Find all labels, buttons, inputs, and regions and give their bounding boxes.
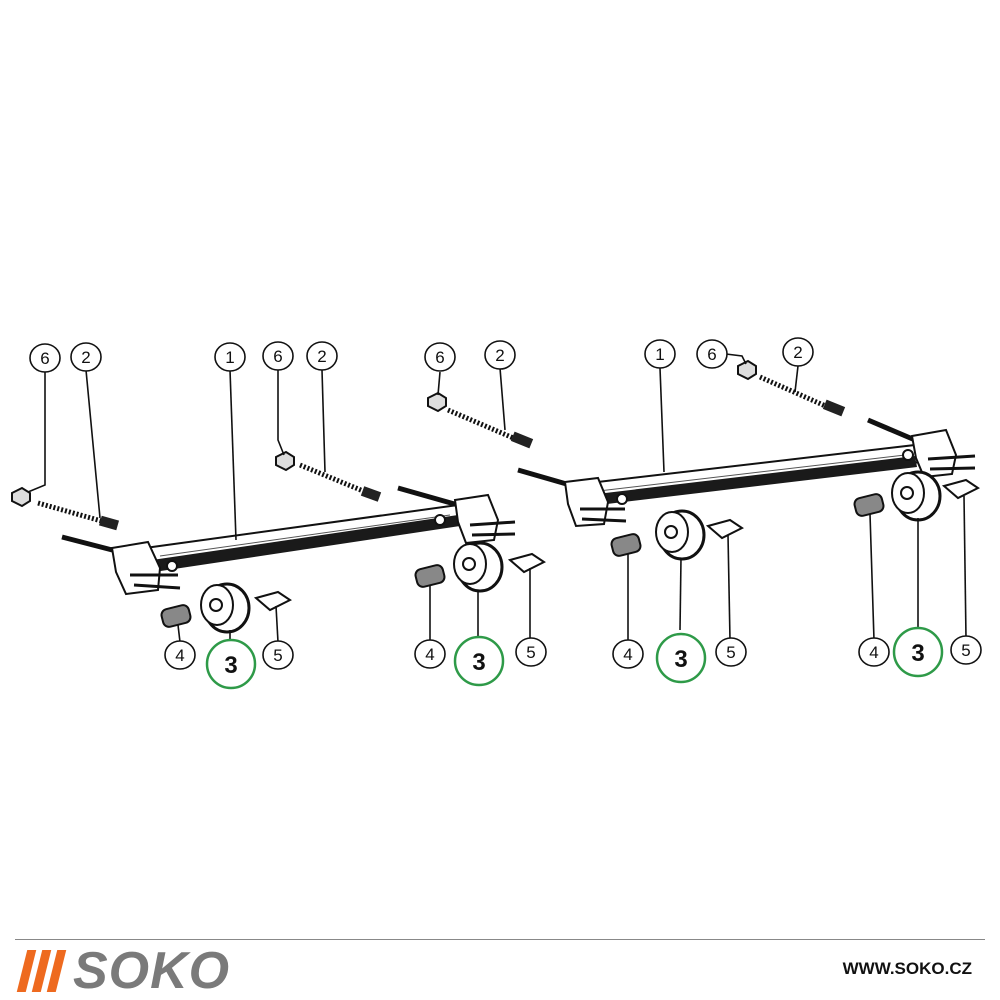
right-bolt-2 [758,374,846,417]
right-assembly [427,359,980,561]
svg-text:6: 6 [435,348,444,367]
left-bolt-1 [37,500,120,531]
right-pulley-2 [891,470,942,522]
callout-6-c: 6 [424,342,456,372]
callout-5-c: 5 [715,637,747,667]
right-bushing-2 [853,493,885,517]
left-clip-2 [507,552,546,574]
svg-text:2: 2 [317,347,326,366]
right-fork-bracket-right [867,417,976,479]
svg-text:2: 2 [81,348,90,367]
svg-text:4: 4 [869,643,878,662]
footer-divider [15,939,985,940]
svg-text:4: 4 [623,645,632,664]
callout-3-highlighted-c: 3 [655,632,707,684]
callout-1-a: 1 [214,342,246,372]
left-bushing-2 [414,564,446,588]
right-nut-1 [427,391,447,413]
callout-6-d: 6 [696,339,728,369]
callout-3-highlighted-a: 3 [205,638,257,690]
svg-text:5: 5 [961,641,970,660]
svg-text:3: 3 [674,646,687,673]
left-assembly [11,450,546,634]
callout-5-b: 5 [515,637,547,667]
svg-text:6: 6 [273,347,282,366]
svg-text:2: 2 [793,343,802,362]
left-nut-1 [11,486,31,508]
svg-text:3: 3 [224,652,237,679]
svg-text:3: 3 [472,649,485,676]
leader-lines [27,353,967,648]
callout-5-a: 5 [262,640,294,670]
svg-text:5: 5 [726,643,735,662]
callout-4-b: 4 [414,639,446,669]
left-axle-beam [143,503,464,572]
svg-text:6: 6 [40,349,49,368]
svg-text:1: 1 [225,348,234,367]
callout-4-d: 4 [858,637,890,667]
footer: SOKO WWW.SOKO.CZ [0,935,1000,1000]
website-link[interactable]: WWW.SOKO.CZ [842,959,972,978]
right-bolt-1 [447,407,534,449]
left-fork-bracket-right [397,485,516,545]
callout-6-b: 6 [262,341,294,371]
callout-5-d: 5 [950,635,982,665]
svg-text:4: 4 [425,645,434,664]
callout-6-a: 6 [29,343,61,373]
svg-text:4: 4 [175,646,184,665]
callout-1-c: 1 [644,339,676,369]
right-clip-1 [705,518,744,540]
left-bushing-1 [160,604,192,628]
callout-2-c: 2 [484,340,516,370]
callout-3-highlighted-b: 3 [453,635,505,687]
svg-text:5: 5 [526,643,535,662]
brand-name: SOKO [73,942,231,1000]
callout-4-c: 4 [612,639,644,669]
svg-text:3: 3 [911,640,924,667]
svg-text:2: 2 [495,346,504,365]
callout-3-highlighted-d: 3 [892,626,944,678]
brand-stripes-icon [16,950,67,992]
left-pulley-2 [453,541,504,593]
left-bolt-2 [299,462,382,502]
callout-2-a: 2 [70,342,102,372]
callout-2-d: 2 [782,337,814,367]
right-bushing-1 [610,533,642,557]
right-nut-2 [737,359,757,381]
callout-4-a: 4 [164,640,196,670]
left-nut-2 [275,450,295,472]
callout-2-b: 2 [306,341,338,371]
left-fork-bracket-left [61,534,181,596]
svg-text:5: 5 [273,646,282,665]
svg-text:1: 1 [655,345,664,364]
left-clip-1 [253,590,292,612]
brand-logo[interactable]: SOKO [16,942,231,1000]
right-pulley-1 [655,509,706,561]
left-pulley-1 [200,582,251,634]
right-clip-2 [941,478,980,500]
svg-text:6: 6 [707,345,716,364]
right-fork-bracket-left [517,467,628,528]
